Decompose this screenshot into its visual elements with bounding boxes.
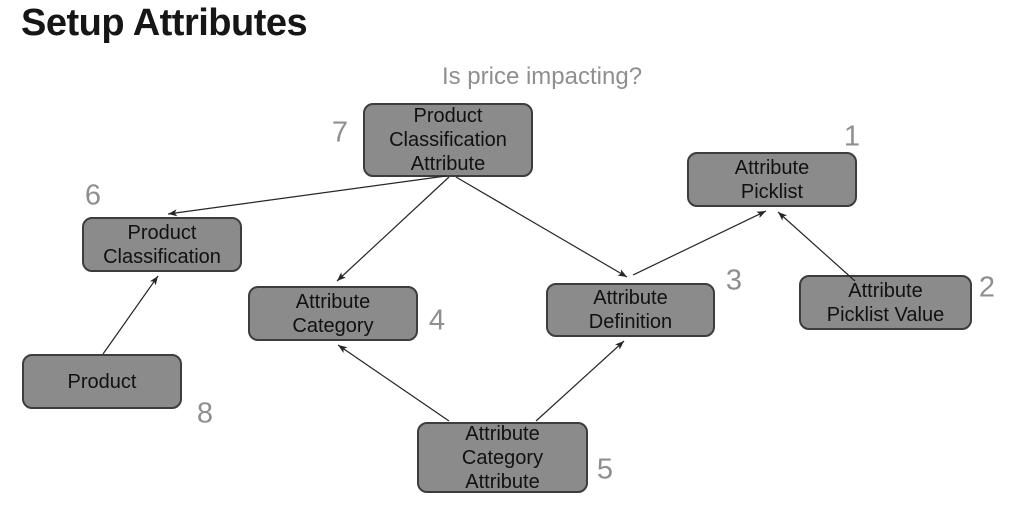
node-product-classification-attribute: Product Classification Attribute: [363, 103, 533, 177]
edge-attribute-category-attribute-to-attribute-category: [337, 344, 450, 422]
node-attribute-definition: Attribute Definition: [546, 283, 715, 337]
node-label-attribute-category-attribute: Attribute Category Attribute: [461, 422, 544, 493]
node-label-attribute-definition: Attribute Definition: [588, 287, 673, 333]
edge-product-to-product-classification: [102, 275, 159, 355]
node-label-attribute-picklist: Attribute Picklist: [734, 156, 810, 203]
node-label-product-classification-attribute: Product Classification Attribute: [389, 105, 507, 175]
sequence-number-1: 1: [843, 120, 861, 153]
sequence-number-7: 7: [331, 116, 349, 149]
node-label-product: Product: [67, 370, 137, 393]
node-attribute-category-attribute: Attribute Category Attribute: [417, 422, 588, 493]
sequence-number-2: 2: [978, 271, 996, 304]
edge-attribute-definition-to-attribute-picklist: [632, 210, 767, 276]
sequence-number-4: 4: [428, 304, 446, 337]
node-label-product-classification: Product Classification: [103, 221, 221, 268]
question-text: Is price impacting?: [441, 63, 643, 90]
edge-product-classification-attribute-to-attribute-category: [336, 176, 450, 282]
edge-attribute-picklist-value-to-attribute-picklist: [777, 211, 856, 282]
node-product-classification: Product Classification: [82, 217, 242, 272]
node-product: Product: [22, 354, 182, 409]
node-attribute-category: Attribute Category: [248, 286, 418, 341]
node-attribute-picklist-value: Attribute Picklist Value: [799, 275, 972, 330]
node-attribute-picklist: Attribute Picklist: [687, 152, 857, 207]
sequence-number-8: 8: [196, 397, 214, 430]
sequence-number-6: 6: [84, 179, 102, 212]
node-label-attribute-category: Attribute Category: [292, 290, 374, 337]
slide-title: Setup Attributes: [21, 2, 308, 44]
edge-attribute-category-attribute-to-attribute-definition: [535, 340, 625, 422]
sequence-number-3: 3: [725, 264, 743, 297]
edge-product-classification-attribute-to-attribute-definition: [455, 176, 628, 278]
edge-product-classification-attribute-to-product-classification: [167, 175, 447, 217]
node-label-attribute-picklist-value: Attribute Picklist Value: [826, 279, 945, 326]
sequence-number-5: 5: [596, 453, 614, 486]
